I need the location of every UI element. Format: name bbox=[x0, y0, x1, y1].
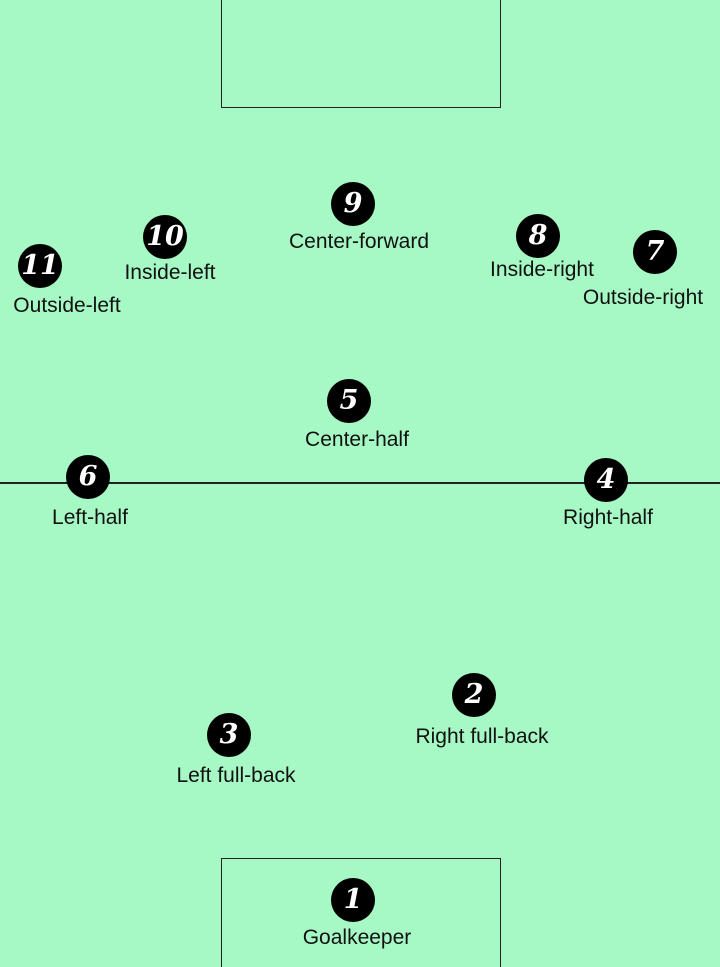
player-marker-7: 7 bbox=[633, 230, 677, 274]
position-label: Inside-left bbox=[124, 261, 216, 284]
position-label: Center-half bbox=[305, 428, 409, 451]
position-label: Goalkeeper bbox=[302, 926, 412, 949]
halfway-line bbox=[0, 482, 720, 484]
top-penalty-box bbox=[221, 0, 501, 108]
bottom-penalty-box bbox=[221, 858, 501, 967]
player-marker-6: 6 bbox=[66, 455, 110, 499]
position-label: Outside-left bbox=[13, 294, 121, 317]
player-marker-4: 4 bbox=[584, 458, 628, 502]
position-label: Right full-back bbox=[415, 725, 549, 748]
player-marker-2: 2 bbox=[452, 673, 496, 717]
position-label: Left full-back bbox=[176, 764, 296, 787]
position-label: Center-forward bbox=[288, 230, 430, 253]
player-marker-10: 10 bbox=[143, 215, 187, 259]
player-marker-5: 5 bbox=[327, 379, 371, 423]
player-marker-1: 1 bbox=[331, 878, 375, 922]
player-marker-3: 3 bbox=[207, 713, 251, 757]
player-marker-11: 11 bbox=[18, 244, 62, 288]
player-marker-9: 9 bbox=[331, 182, 375, 226]
position-label: Outside-right bbox=[582, 286, 704, 309]
position-label: Left-half bbox=[52, 506, 128, 529]
position-label: Right-half bbox=[563, 506, 653, 529]
position-label: Inside-right bbox=[490, 258, 594, 281]
player-marker-8: 8 bbox=[516, 214, 560, 258]
